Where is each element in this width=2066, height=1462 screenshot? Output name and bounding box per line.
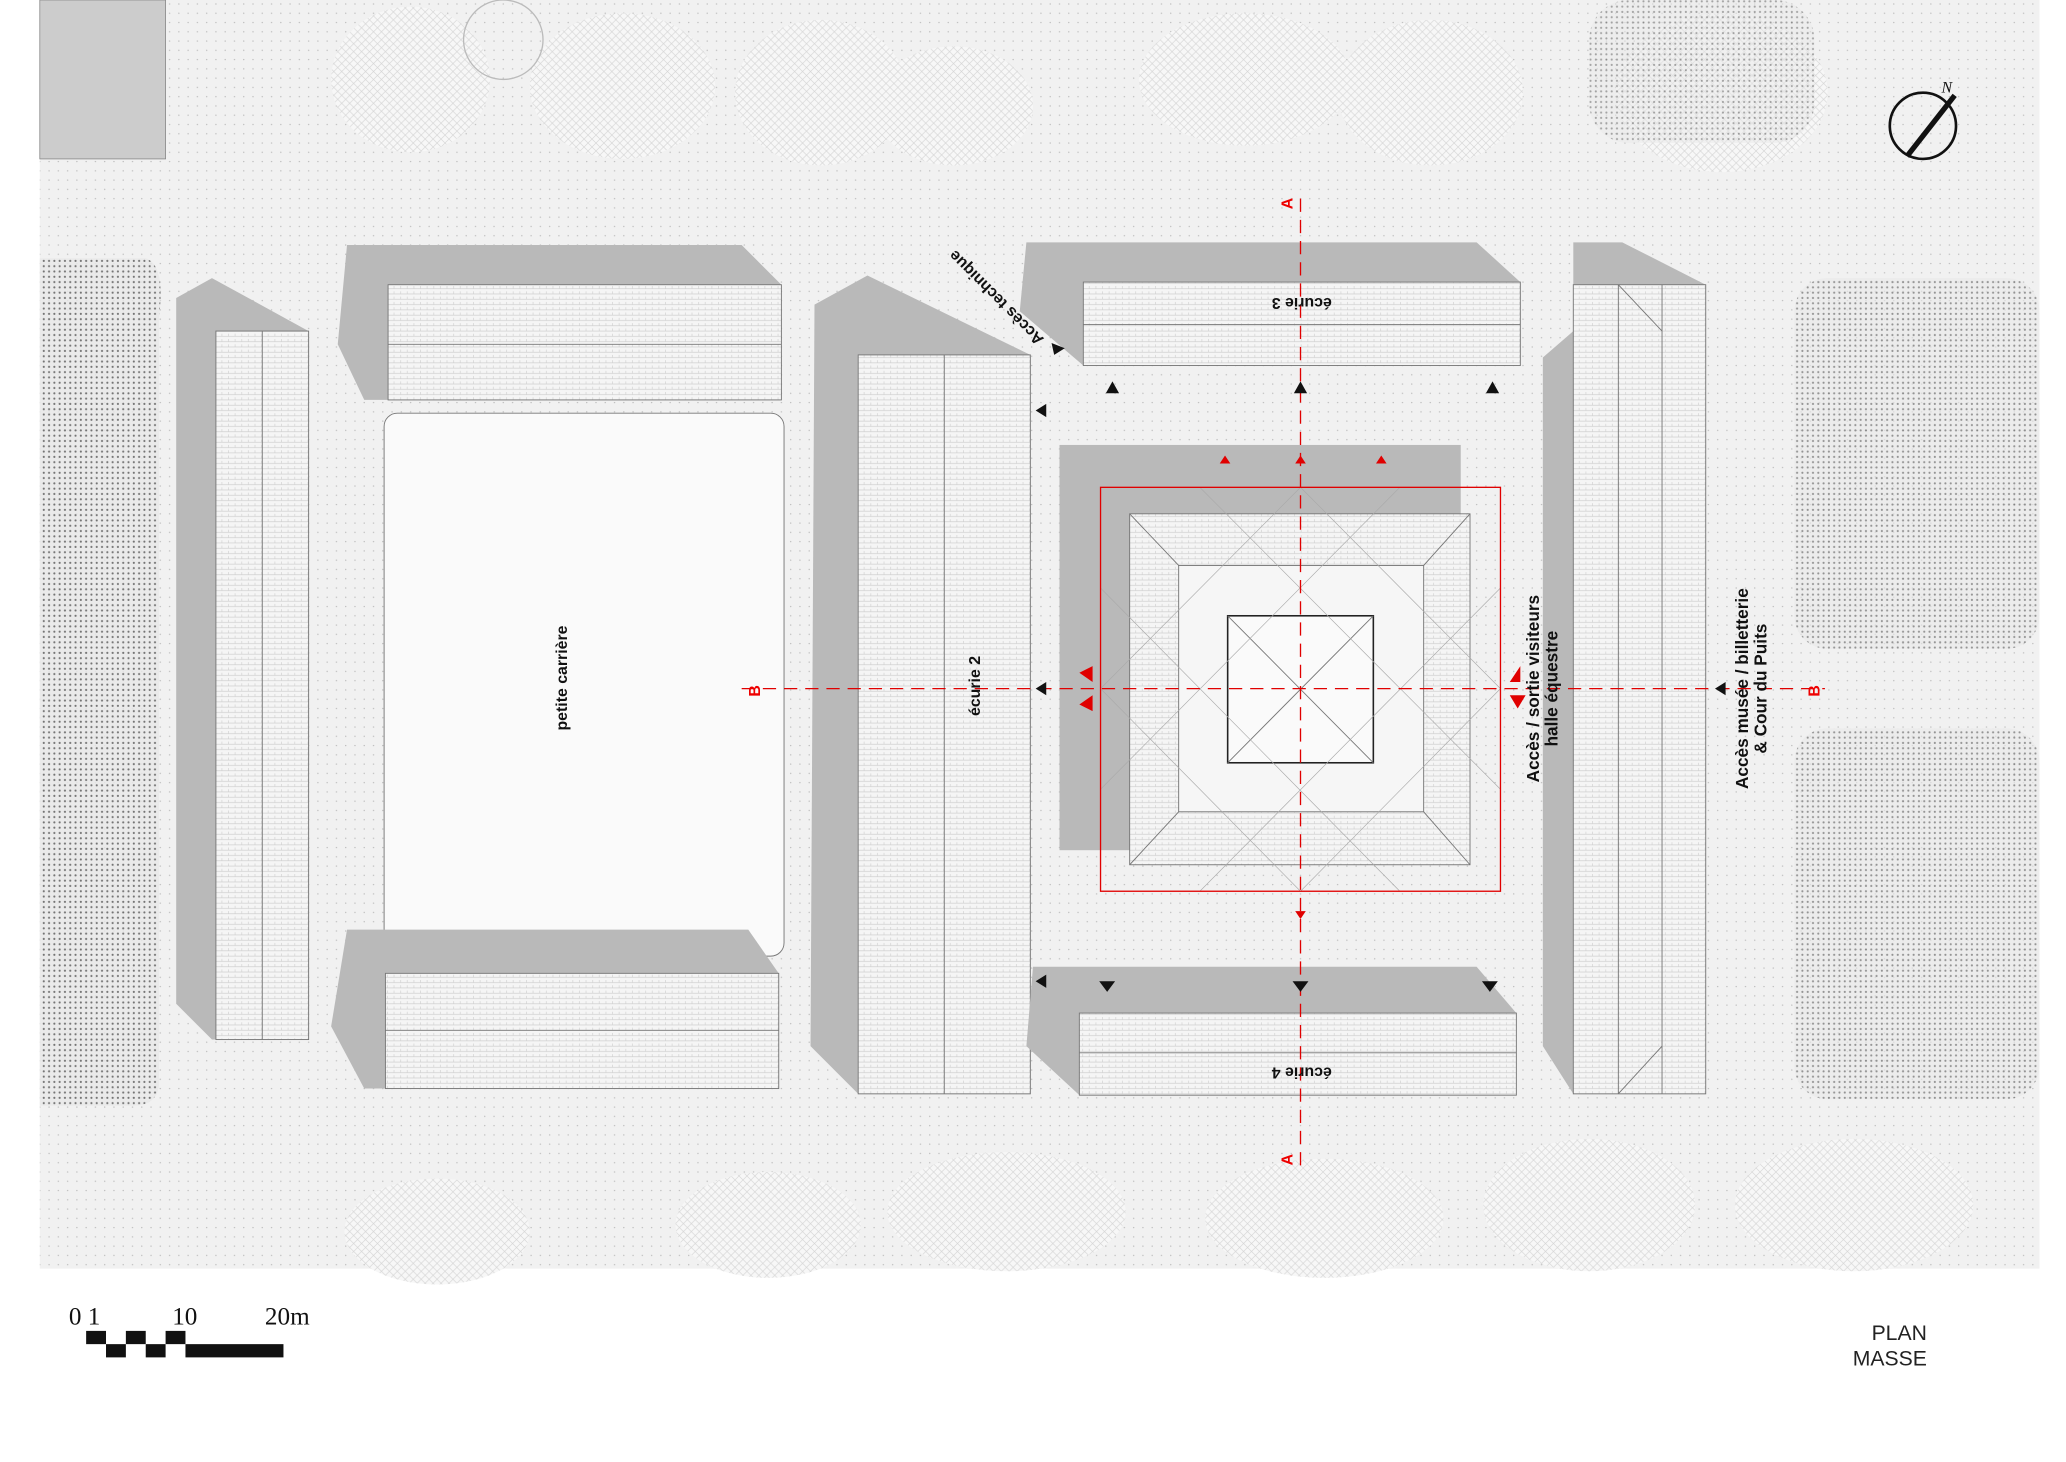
title-line-1: PLAN	[1872, 1322, 1927, 1345]
label-acces-visiteurs-2: halle équestre	[1541, 631, 1561, 747]
section-mark-a-top: A	[1280, 197, 1297, 209]
label-acces-musee-2: & Cour du Puits	[1751, 624, 1771, 754]
vegetation	[1589, 0, 1815, 144]
section-mark-b-left: B	[747, 685, 764, 696]
scale-0-1: 0 1	[69, 1303, 100, 1330]
building-east	[1542, 242, 1707, 1095]
section-mark-a-bottom: A	[1280, 1153, 1297, 1165]
section-mark-b-right: B	[1807, 685, 1824, 696]
vegetation-right-top	[1794, 278, 2040, 649]
north-arrow: N	[1888, 80, 1958, 161]
scale-20m: 20m	[265, 1303, 310, 1330]
north-label: N	[1940, 80, 1953, 97]
building-south-west	[331, 929, 780, 1090]
halle-equestre	[1059, 444, 1502, 892]
section-axes	[741, 198, 1825, 1166]
building-ecurie-3	[1019, 242, 1521, 366]
access-arrows-black	[1035, 342, 1726, 992]
label-ecurie-2: écurie 2	[967, 656, 984, 716]
scale-bar: 0 1 10 20m	[69, 1303, 310, 1358]
label-acces-musee-1: Accès musée / billetterie	[1732, 588, 1752, 789]
vegetation-right-bottom	[1794, 728, 2040, 1100]
top-left-building	[39, 0, 166, 160]
vegetation-left	[39, 258, 161, 1106]
label-ecurie-3: écurie 3	[1272, 294, 1332, 311]
building-west	[176, 278, 310, 1041]
building-ecurie-4	[1026, 966, 1517, 1096]
roundabout	[462, 0, 544, 81]
label-acces-visiteurs-1: Accès / sortie visiteurs	[1523, 595, 1543, 782]
building-north-west	[337, 244, 782, 401]
title-line-2: MASSE	[1853, 1347, 1927, 1370]
label-ecurie-4: écurie 4	[1272, 1063, 1332, 1080]
label-petite-carriere: petite carrière	[554, 625, 571, 730]
petite-carriere-arena	[383, 412, 785, 957]
scale-10: 10	[172, 1303, 197, 1330]
building-ecurie-2	[810, 275, 1031, 1095]
